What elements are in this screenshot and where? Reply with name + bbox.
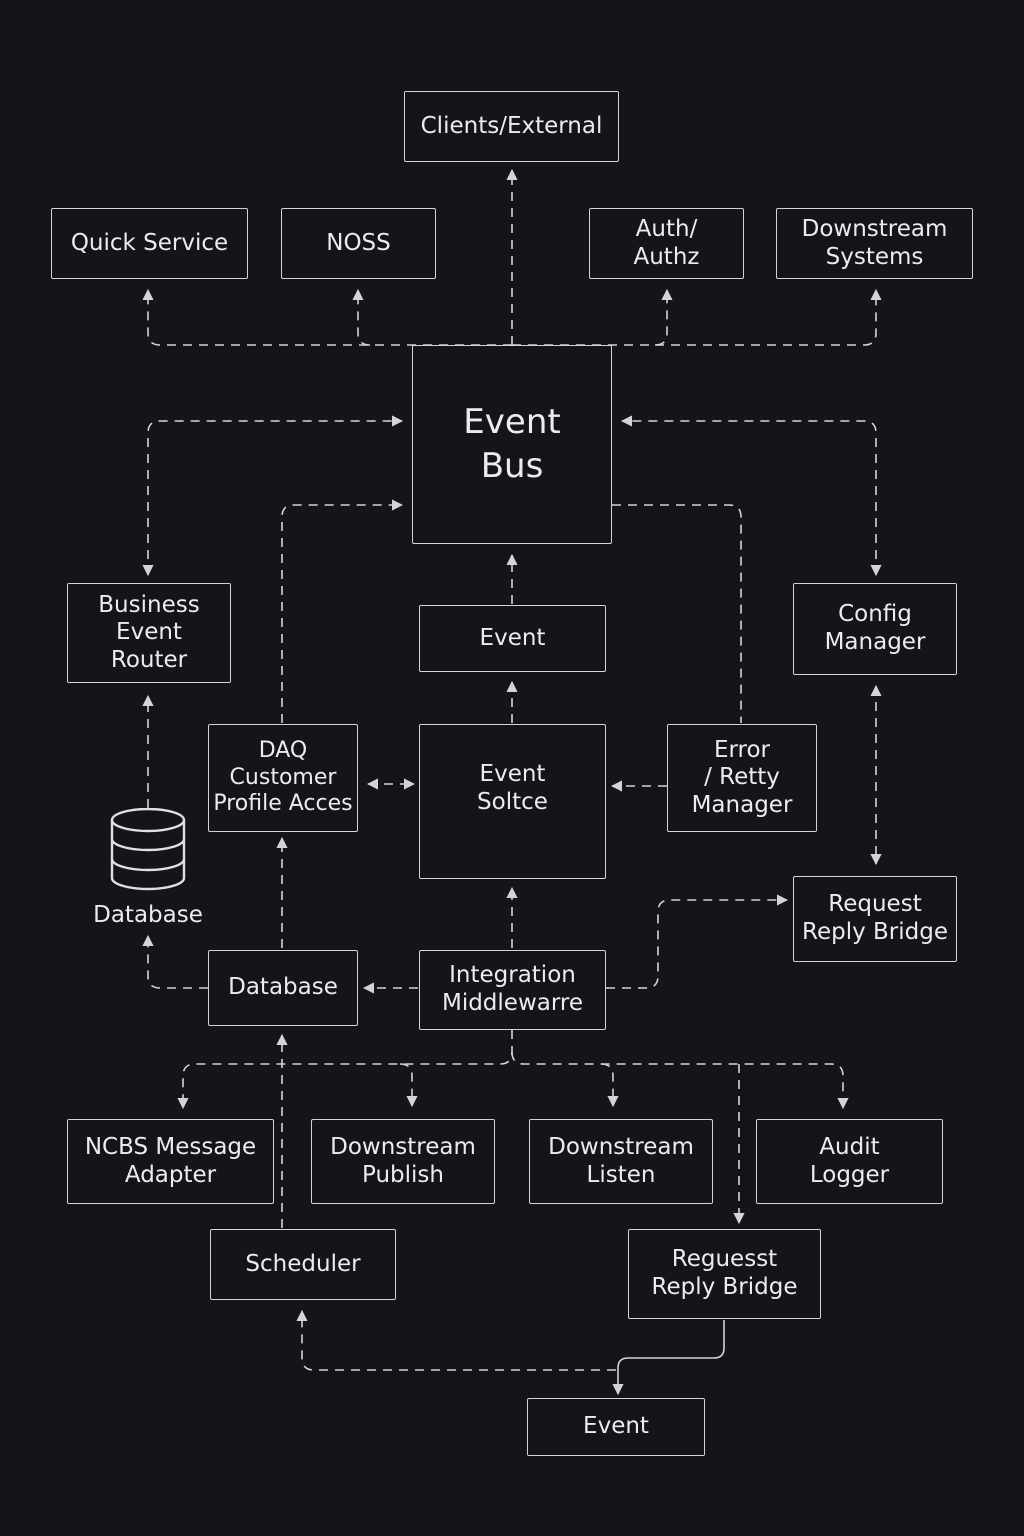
edge-daq-bus	[281, 499, 404, 723]
request-reply-bridge-bottom-node[interactable]: Reguesst Reply Bridge	[628, 1229, 821, 1319]
daq-customer-profile-node[interactable]: DAQ Customer Profile Acces	[208, 724, 358, 832]
edge-bus-downstream-systems	[655, 288, 882, 346]
request-reply-bridge-node[interactable]: Request Reply Bridge	[793, 876, 957, 962]
quick-service-node[interactable]: Quick Service	[51, 208, 248, 279]
edge-bridge-event	[612, 1320, 725, 1396]
downstream-listen-node[interactable]: Downstream Listen	[529, 1119, 713, 1204]
edge-router-bus	[142, 415, 404, 577]
edge-dbbox-dbicon	[142, 934, 208, 989]
edge-bus-auth	[512, 288, 673, 346]
event-soltce-node[interactable]: Event Soltce	[419, 724, 606, 879]
edge-fanout-publish	[399, 1063, 418, 1108]
database-node[interactable]: Database	[208, 950, 358, 1026]
ncbs-message-adapter-node[interactable]: NCBS Message Adapter	[67, 1119, 274, 1204]
downstream-systems-node[interactable]: Downstream Systems	[776, 208, 973, 279]
config-manager-node[interactable]: Config Manager	[793, 583, 957, 675]
database-icon-label: Database	[93, 902, 203, 928]
event-node-top[interactable]: Event	[419, 605, 606, 672]
event-bus-node[interactable]: Event Bus	[412, 345, 612, 544]
business-event-router-node[interactable]: Business Event Router	[67, 583, 231, 683]
edge-fanout-listen	[600, 1063, 619, 1108]
clients-external-node[interactable]: Clients/External	[404, 91, 619, 162]
edge-integration-fanout	[177, 1030, 513, 1110]
error-retry-manager-node[interactable]: Error / Retty Manager	[667, 724, 817, 832]
edge-event-scheduler	[296, 1309, 616, 1371]
edge-config-bus	[620, 415, 882, 577]
integration-middleware-node[interactable]: Integration Middlewarre	[419, 950, 606, 1030]
audit-logger-node[interactable]: Audit Logger	[756, 1119, 943, 1204]
edge-bus-noss	[352, 288, 371, 346]
auth-authz-node[interactable]: Auth/ Authz	[589, 208, 744, 279]
edge-bus-error	[612, 504, 742, 723]
noss-node[interactable]: NOSS	[281, 208, 436, 279]
database-icon	[110, 808, 186, 891]
downstream-publish-node[interactable]: Downstream Publish	[311, 1119, 495, 1204]
scheduler-node[interactable]: Scheduler	[210, 1229, 396, 1300]
edge-fanout-right	[511, 1051, 849, 1110]
event-node-bottom[interactable]: Event	[527, 1398, 705, 1456]
edge-integration-bridge	[606, 894, 789, 989]
edge-bus-quick-service	[142, 288, 512, 346]
